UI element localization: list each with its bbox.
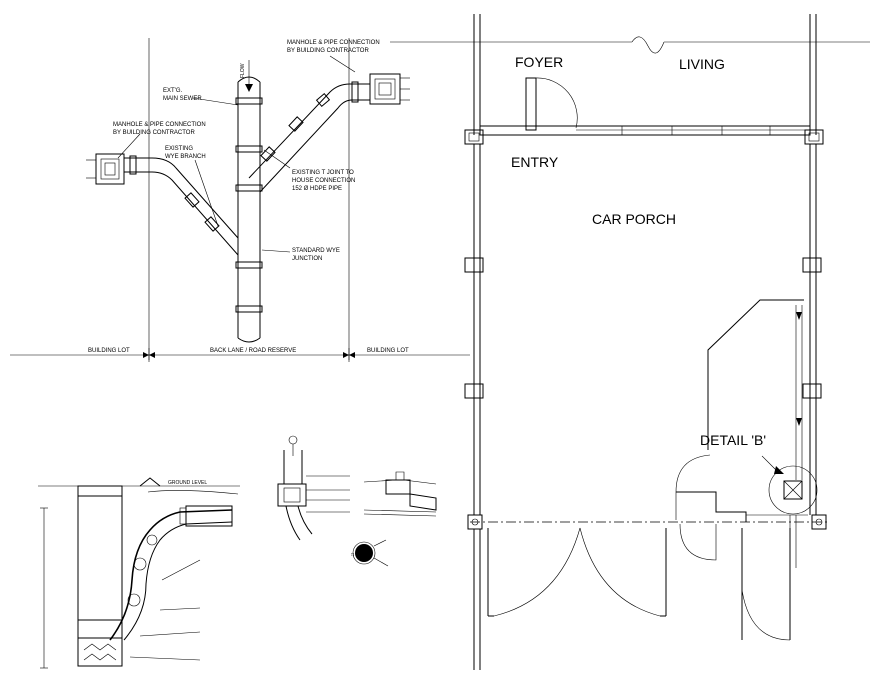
room-label-detail-b: DETAIL 'B' — [700, 432, 766, 448]
leader-manhole-right — [329, 55, 356, 73]
dim-building-lot-left: BUILDING LOT — [88, 348, 130, 354]
label-wye-branch-2: WYE BRANCH — [165, 154, 206, 160]
label-main-sewer-2: MAIN SEWER — [163, 96, 202, 102]
leader-main-sewer — [192, 97, 239, 106]
section-marker: □ — [351, 552, 354, 558]
leader-manhole-left — [117, 133, 141, 159]
leader-wye-branch — [194, 159, 219, 227]
foyer-door — [525, 77, 578, 131]
label-std-wye-1: STANDARD WYE — [292, 248, 340, 254]
label-manhole-right-1: MANHOLE & PIPE CONNECTION — [287, 40, 380, 46]
inner-boundary — [707, 299, 804, 450]
room-label-entry: ENTRY — [511, 154, 559, 170]
room-label-car-porch: CAR PORCH — [592, 211, 676, 227]
swing-gates — [487, 527, 791, 641]
main-sewer-pipe — [235, 76, 263, 343]
floor-plan: FOYER LIVING ENTRY CAR PORCH DETAIL 'B' — [390, 14, 870, 670]
label-main-sewer-1: EXT'G. — [163, 88, 182, 94]
manhole-section: GROUND LEVEL — [38, 477, 240, 669]
leader-std-wye — [261, 249, 291, 253]
pedestrian-gate — [675, 454, 747, 561]
leader-t-joint — [263, 149, 291, 169]
right-branch-pipe — [248, 81, 370, 193]
break-mark — [631, 36, 665, 54]
dim-back-lane: BACK LANE / ROAD RESERVE — [210, 348, 296, 354]
pipe-section-circle — [355, 544, 373, 562]
room-label-foyer: FOYER — [515, 54, 563, 70]
ground-level-label: GROUND LEVEL — [168, 480, 207, 486]
label-wye-branch-1: EXISTING — [165, 146, 193, 152]
label-t-joint-3: 152 Ø HDPE PIPE — [292, 186, 342, 192]
columns — [464, 129, 827, 530]
flow-arrow: FLOW — [240, 60, 253, 92]
room-label-living: LIVING — [679, 56, 725, 72]
label-manhole-left-1: MANHOLE & PIPE CONNECTION — [113, 122, 206, 128]
dimension-line: BUILDING LOT BACK LANE / ROAD RESERVE BU… — [10, 348, 470, 362]
flow-label: FLOW — [240, 63, 246, 78]
pipe-connection-detail: □ — [277, 435, 437, 567]
label-manhole-right-2: BY BUILDING CONTRACTOR — [287, 48, 369, 54]
label-manhole-left-2: BY BUILDING CONTRACTOR — [113, 130, 195, 136]
sewer-elevation: FLOW — [10, 38, 470, 362]
left-branch-pipe — [124, 155, 239, 256]
label-std-wye-2: JUNCTION — [292, 256, 322, 262]
label-t-joint-1: EXISTING T JOINT TO — [292, 170, 354, 176]
detail-b-callout — [746, 455, 818, 568]
label-t-joint-2: HOUSE CONNECTION — [292, 178, 355, 184]
manhole-left — [86, 153, 125, 185]
manhole-right — [369, 73, 410, 105]
dim-building-lot-right: BUILDING LOT — [367, 348, 409, 354]
